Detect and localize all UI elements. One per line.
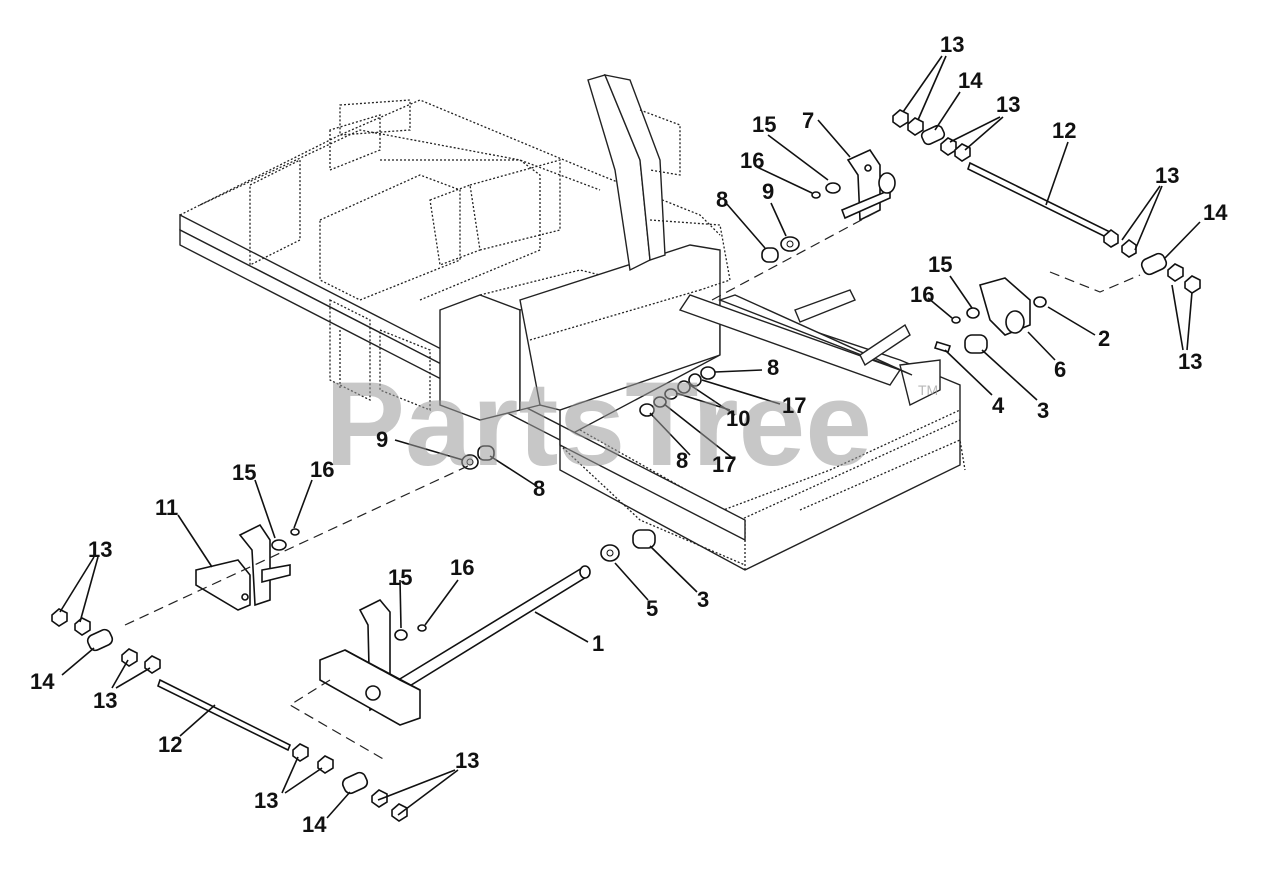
spacer-14b	[1140, 252, 1168, 276]
callout-13: 13	[455, 748, 479, 773]
callout-13: 13	[88, 537, 112, 562]
callout-13: 13	[1155, 163, 1179, 188]
callout-14: 14	[30, 669, 55, 694]
callout-8: 8	[767, 355, 779, 380]
callout-4: 4	[992, 393, 1005, 418]
bushing-8a	[761, 247, 779, 263]
callout-16: 16	[310, 457, 334, 482]
callout-16: 16	[740, 148, 764, 173]
callout-15: 15	[928, 252, 952, 277]
callout-2: 2	[1098, 326, 1110, 351]
callout-15: 15	[752, 112, 776, 137]
shaft-1	[388, 566, 590, 697]
watermark-trademark: TM	[918, 382, 938, 398]
callout-6: 6	[1054, 357, 1066, 382]
callout-13: 13	[254, 788, 278, 813]
callout-16: 16	[910, 282, 934, 307]
pin-4	[933, 341, 952, 353]
nut-13b	[907, 117, 924, 136]
callout-5: 5	[646, 596, 658, 621]
bushing-3a	[964, 334, 988, 354]
rod-12a	[967, 161, 1111, 240]
nut-13a	[892, 109, 909, 128]
callout-13: 13	[1178, 349, 1202, 374]
bushing-3b	[632, 529, 656, 549]
leader-lines	[59, 55, 1201, 819]
callout-3: 3	[1037, 398, 1049, 423]
hardware-left	[51, 445, 591, 822]
spacer-14c	[86, 628, 114, 652]
hardware-right	[600, 109, 1201, 562]
callout-8: 8	[676, 448, 688, 473]
chassis-frame	[179, 74, 966, 571]
callout-13: 13	[93, 688, 117, 713]
callout-14: 14	[958, 68, 983, 93]
callout-12: 12	[1052, 118, 1076, 143]
watermark: PartsTree TM	[325, 357, 938, 491]
callout-13: 13	[996, 92, 1020, 117]
callout-14: 14	[302, 812, 327, 837]
callout-15: 15	[232, 460, 256, 485]
callout-labels: 13 14 13 12 15 7 16 9 8 13 14 15 16 2 6 …	[30, 32, 1228, 837]
callout-10: 10	[726, 406, 750, 431]
assembly-lines	[124, 209, 1141, 761]
callout-1: 1	[592, 631, 604, 656]
callout-3: 3	[697, 587, 709, 612]
callout-13: 13	[940, 32, 964, 57]
spacer-14d	[341, 771, 369, 795]
callout-8: 8	[533, 476, 545, 501]
callout-14: 14	[1203, 200, 1228, 225]
callout-8: 8	[716, 187, 728, 212]
callout-17: 17	[782, 393, 806, 418]
callout-12: 12	[158, 732, 182, 757]
watermark-text: PartsTree	[325, 357, 872, 491]
callout-16: 16	[450, 555, 474, 580]
callout-11: 11	[155, 495, 178, 520]
washer-2	[1033, 296, 1047, 308]
callout-17: 17	[712, 452, 736, 477]
rod-12b	[157, 678, 292, 752]
callout-9: 9	[762, 179, 774, 204]
callout-9: 9	[376, 427, 388, 452]
spacer-14a	[920, 124, 946, 146]
nut-13d	[954, 143, 971, 162]
callout-15: 15	[388, 565, 412, 590]
bracket-11	[195, 559, 251, 611]
callout-7: 7	[802, 108, 814, 133]
